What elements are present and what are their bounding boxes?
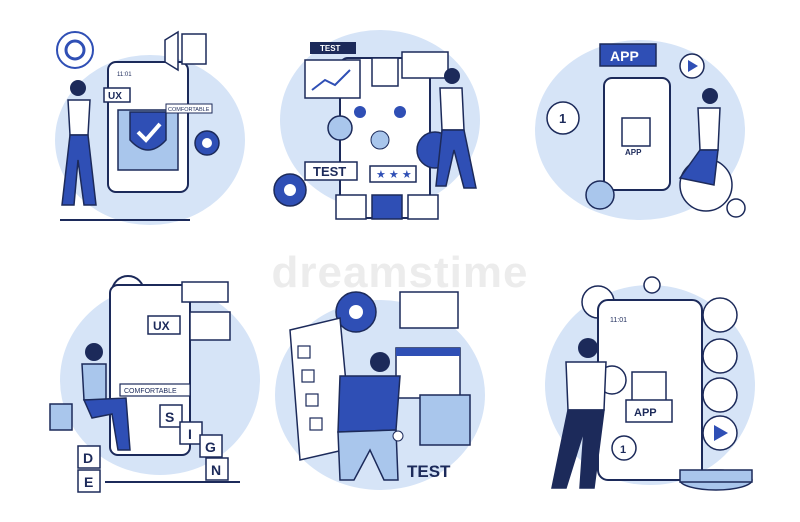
location-icon xyxy=(643,276,661,294)
app-tile: APP xyxy=(634,407,657,419)
rocket-icon xyxy=(164,30,179,72)
bag-icon xyxy=(49,403,73,431)
app-tile: APP xyxy=(625,148,642,157)
panel-ux-design: 11:01 UX COMFORTABLE xyxy=(55,30,245,225)
document-icon xyxy=(702,297,738,333)
test-tag-top: TEST xyxy=(320,44,341,53)
panel-app-award: APP APP 1 xyxy=(535,40,746,220)
phone-time: 11:01 xyxy=(610,317,627,324)
compass-icon xyxy=(702,338,738,374)
letter-block: E xyxy=(84,474,93,490)
browser-window xyxy=(395,347,461,399)
panel-testing: TEST TEST ★ ★ ★ xyxy=(273,30,480,220)
ux-label: UX xyxy=(153,319,170,333)
letter-block: S xyxy=(165,409,174,425)
letter-blocks: D E S I G N xyxy=(77,404,229,493)
comfortable-label: COMFORTABLE xyxy=(168,107,210,113)
medal-icon xyxy=(611,435,637,461)
medal-number: 1 xyxy=(559,111,566,126)
wrench-icon xyxy=(392,430,404,442)
app-grid-icon xyxy=(621,117,651,147)
shield-icon xyxy=(129,111,167,151)
scroll-paper xyxy=(399,291,459,329)
rating-stars: ★ ★ ★ xyxy=(376,169,412,181)
toggle-icon xyxy=(702,377,738,413)
test-sign: TEST xyxy=(313,164,346,179)
comfortable-label: COMFORTABLE xyxy=(124,388,177,395)
medal-number: 1 xyxy=(620,444,626,456)
ux-label: UX xyxy=(108,91,122,102)
test-label: TEST xyxy=(407,462,451,481)
app-sign: APP xyxy=(610,48,639,64)
panel-design-letters: UX COMFORTABLE D E S I G N xyxy=(49,275,260,493)
location-icon xyxy=(726,198,746,218)
medal-icon xyxy=(546,101,580,135)
book-chart-icon xyxy=(304,59,361,99)
phone-time: 11:01 xyxy=(117,72,132,78)
woman-head xyxy=(70,80,86,96)
check-icon xyxy=(136,122,162,143)
letter-block: N xyxy=(211,462,221,478)
panel-repair: TEST xyxy=(275,291,485,490)
wifi-icon xyxy=(585,180,615,210)
letter-block: D xyxy=(83,450,93,466)
letter-block: I xyxy=(188,426,192,442)
letter-block: G xyxy=(205,439,216,455)
checklist-icon xyxy=(371,57,399,87)
panel-app-mobile: 11:01 APP 1 xyxy=(545,276,755,491)
chat-icon xyxy=(401,51,449,79)
target-icon xyxy=(56,31,94,69)
